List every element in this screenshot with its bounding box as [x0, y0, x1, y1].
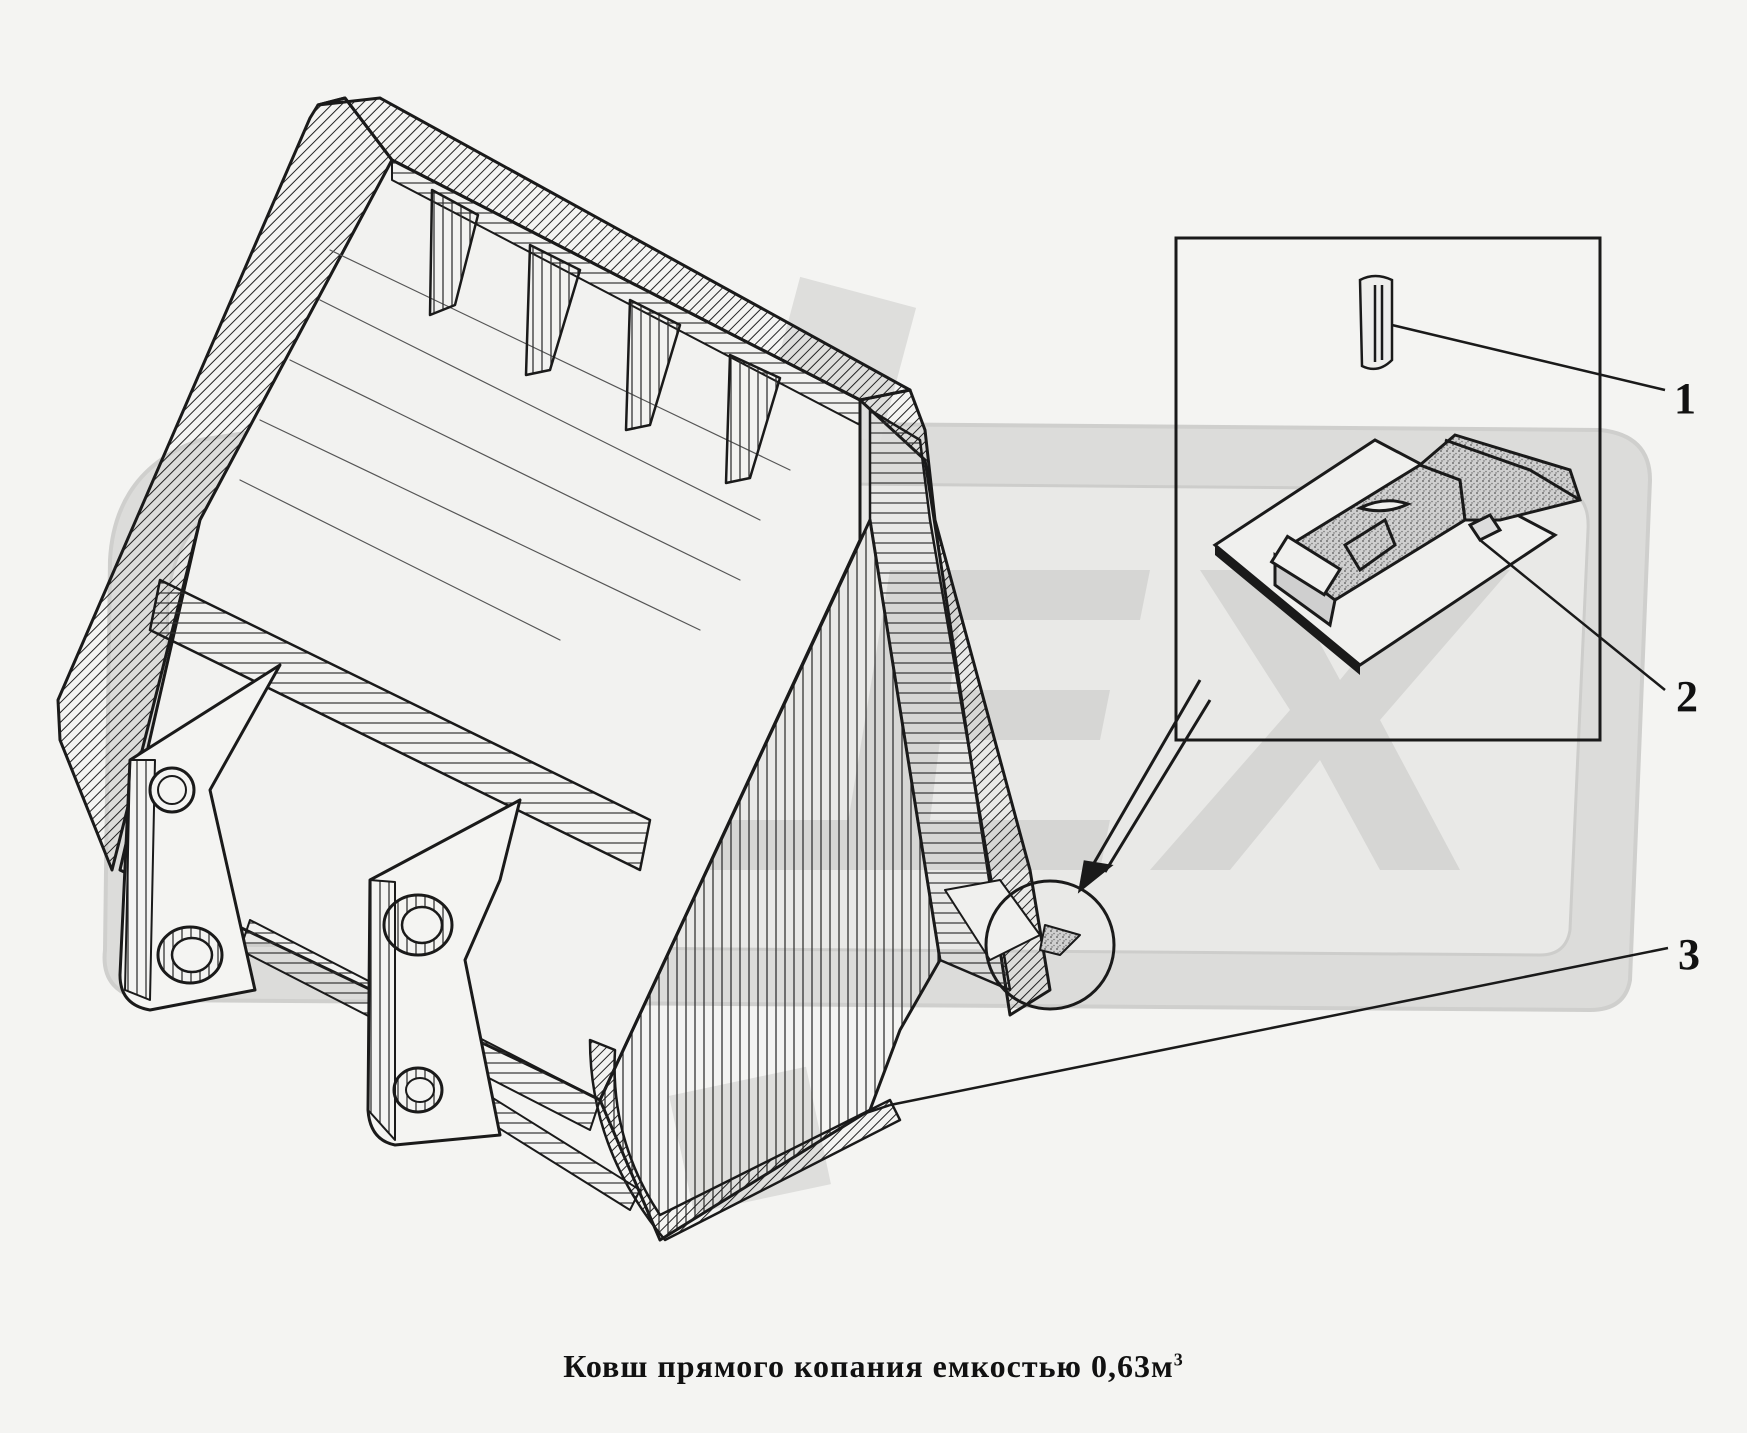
bucket-illustration [56, 96, 1081, 1242]
figure-caption: Ковш прямого копания емкостью 0,63м3 [0, 1348, 1747, 1385]
bucket-bottom-edge [588, 1038, 902, 1242]
detail-circle [984, 879, 1116, 1011]
detail-inset [1174, 236, 1666, 742]
caption-superscript: 3 [1173, 1349, 1184, 1370]
tooth [724, 353, 782, 485]
detail-arrow [1077, 679, 1212, 894]
leader-line-1 [1391, 323, 1666, 392]
callout-1: 1 [1674, 374, 1696, 423]
tooth [624, 298, 682, 432]
tooth-part-2 [1269, 433, 1582, 628]
callout-3: 3 [1678, 930, 1700, 979]
inset-frame [1174, 236, 1602, 742]
center-mount-bracket [366, 798, 522, 1147]
bracket-hole [148, 766, 196, 814]
bucket-right-rim [858, 388, 1052, 1017]
bucket-mid-band [148, 578, 652, 872]
leader-line-2 [1479, 539, 1666, 691]
tooth [428, 188, 480, 317]
tooth [524, 243, 582, 377]
left-mount-bracket [118, 663, 282, 1012]
callout-2: 2 [1676, 672, 1698, 721]
leader-line-3 [889, 946, 1669, 1107]
bucket-teeth [428, 188, 782, 485]
pin-part-1 [1358, 274, 1394, 371]
caption-text: Ковш прямого копания емкостью 0,63м [563, 1348, 1174, 1384]
